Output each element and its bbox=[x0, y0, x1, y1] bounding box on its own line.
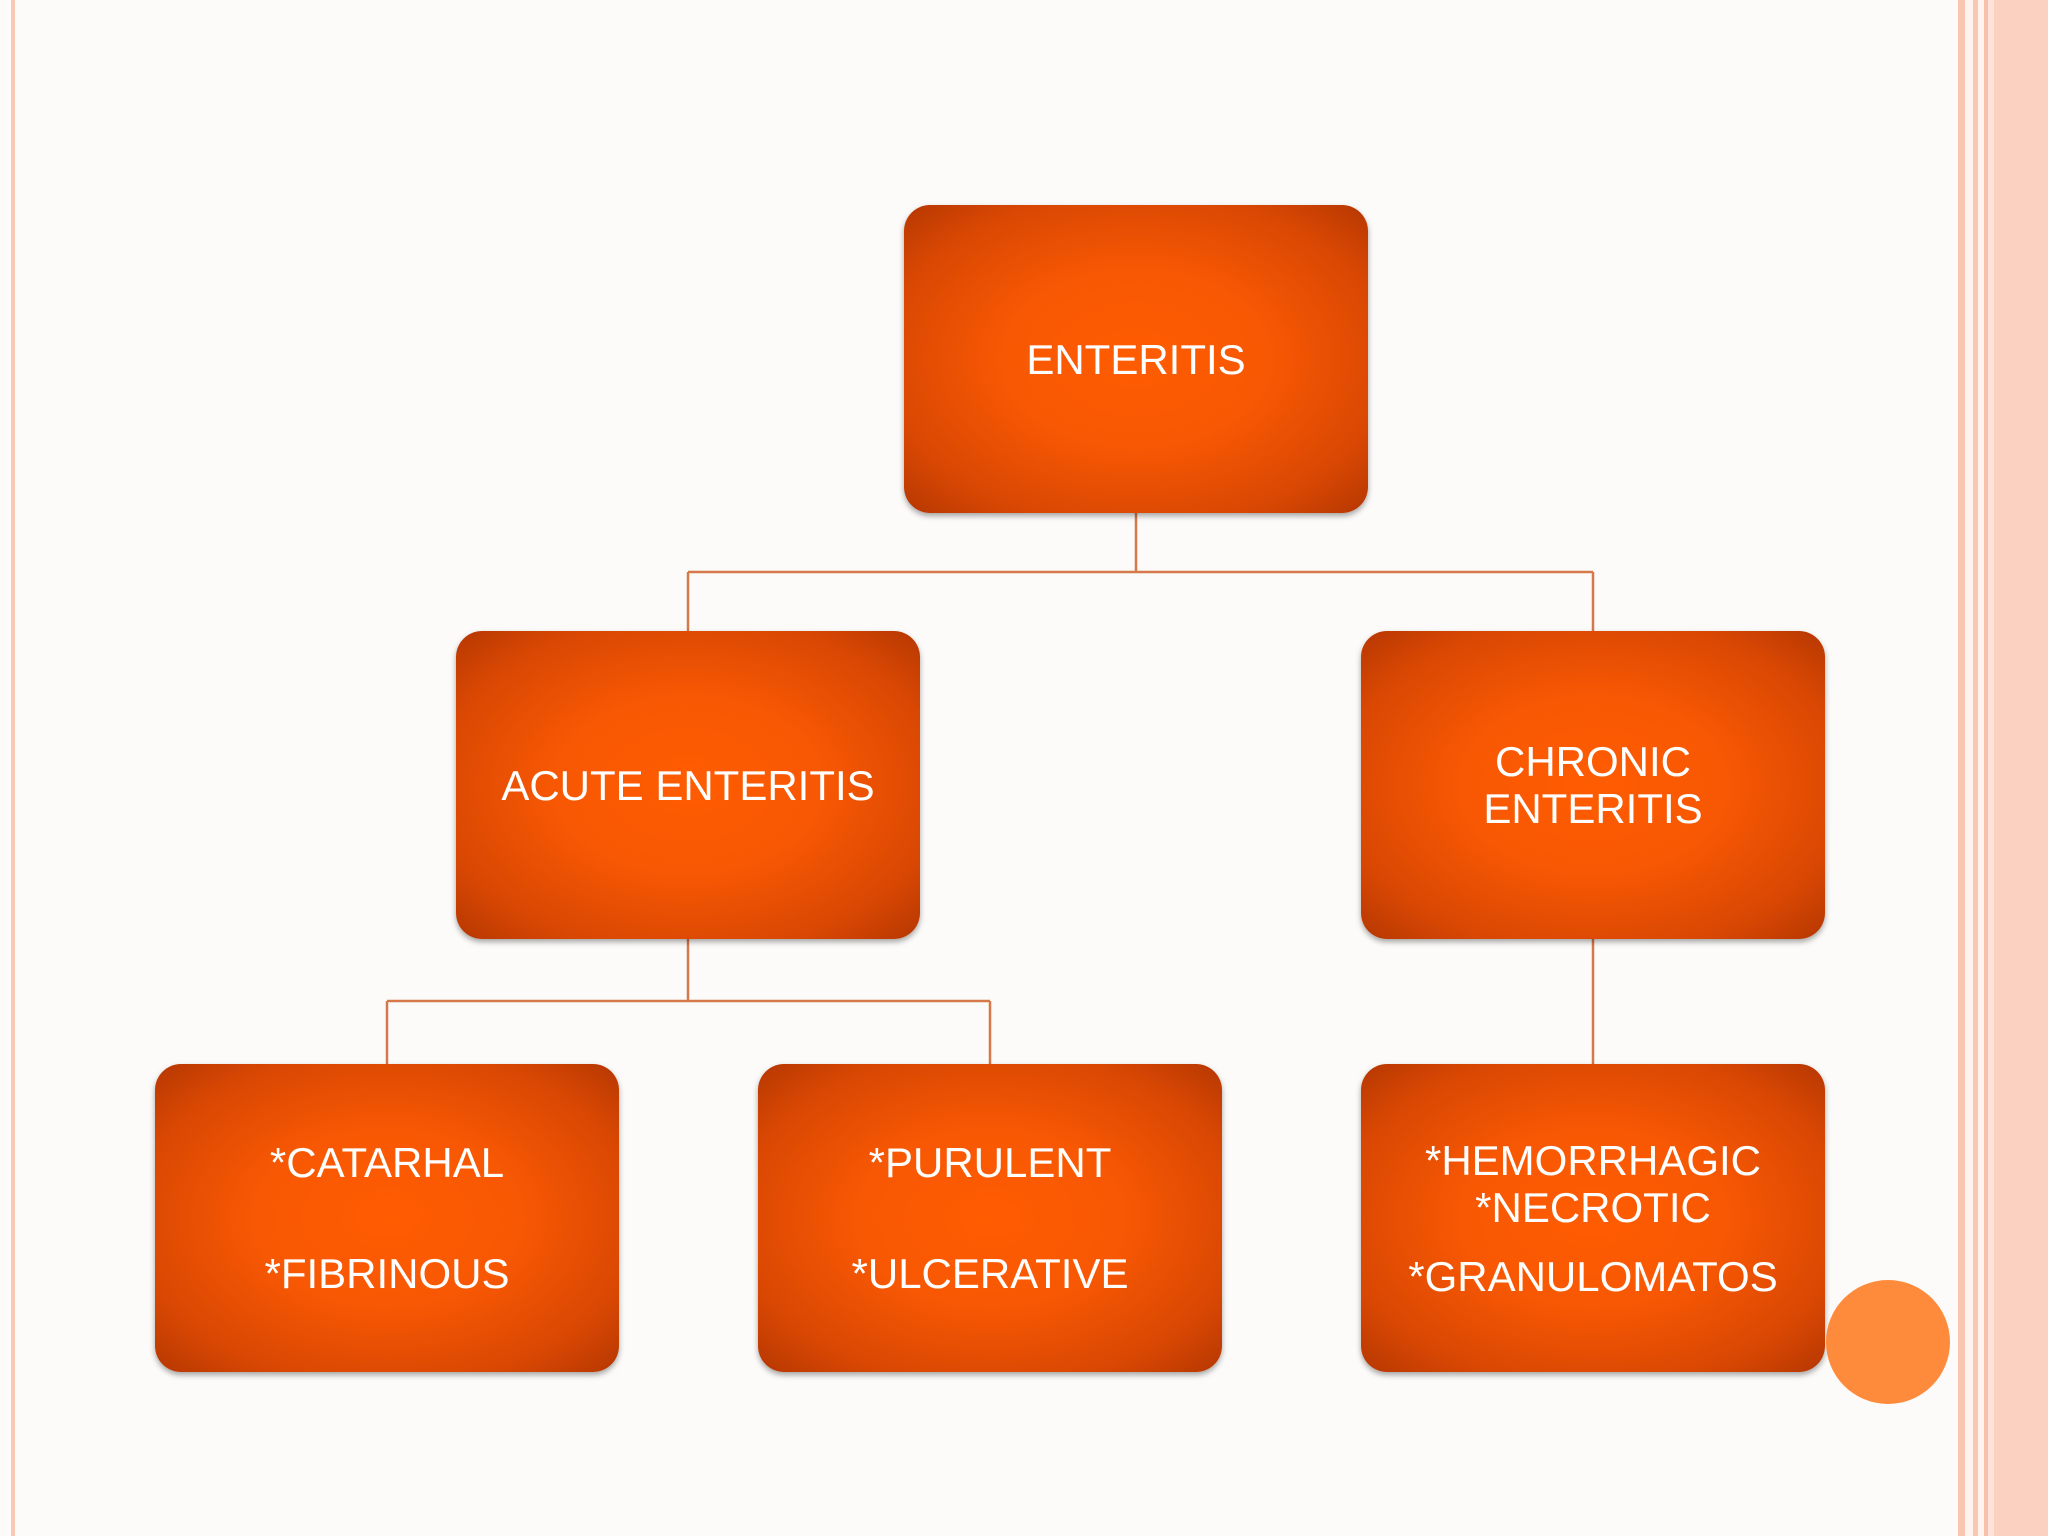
left-border-line bbox=[11, 0, 15, 1536]
node-hemorrhagic-line-3: *GRANULOMATOS bbox=[1408, 1252, 1778, 1300]
node-catarrhal-line-2: *FIBRINOUS bbox=[264, 1250, 510, 1297]
node-acute-enteritis: ACUTE ENTERITIS bbox=[456, 631, 920, 939]
node-hemorrhagic-necrotic-granulomatous: *HEMORRHAGIC *NECROTIC *GRANULOMATOS bbox=[1361, 1064, 1825, 1372]
node-purulent-line-1: *PURULENT bbox=[868, 1139, 1112, 1186]
node-acute-enteritis-label: ACUTE ENTERITIS bbox=[501, 761, 875, 809]
right-border-stripes bbox=[1958, 0, 2048, 1536]
node-enteritis: ENTERITIS bbox=[904, 205, 1368, 513]
accent-circle bbox=[1826, 1280, 1950, 1404]
node-purulent-ulcerative: *PURULENT *ULCERATIVE bbox=[758, 1064, 1222, 1372]
node-hemorrhagic-line-2: *NECROTIC bbox=[1475, 1183, 1711, 1231]
node-chronic-line-1: CHRONIC bbox=[1495, 738, 1691, 785]
node-catarrhal-line-1: *CATARHAL bbox=[269, 1139, 505, 1186]
node-enteritis-label: ENTERITIS bbox=[1026, 335, 1246, 383]
node-purulent-line-2: *ULCERATIVE bbox=[851, 1250, 1129, 1297]
node-chronic-enteritis: CHRONIC ENTERITIS bbox=[1361, 631, 1825, 939]
node-catarrhal-fibrinous: *CATARHAL *FIBRINOUS bbox=[155, 1064, 619, 1372]
node-chronic-line-2: ENTERITIS bbox=[1483, 785, 1703, 832]
node-hemorrhagic-line-1: *HEMORRHAGIC bbox=[1424, 1136, 1762, 1184]
